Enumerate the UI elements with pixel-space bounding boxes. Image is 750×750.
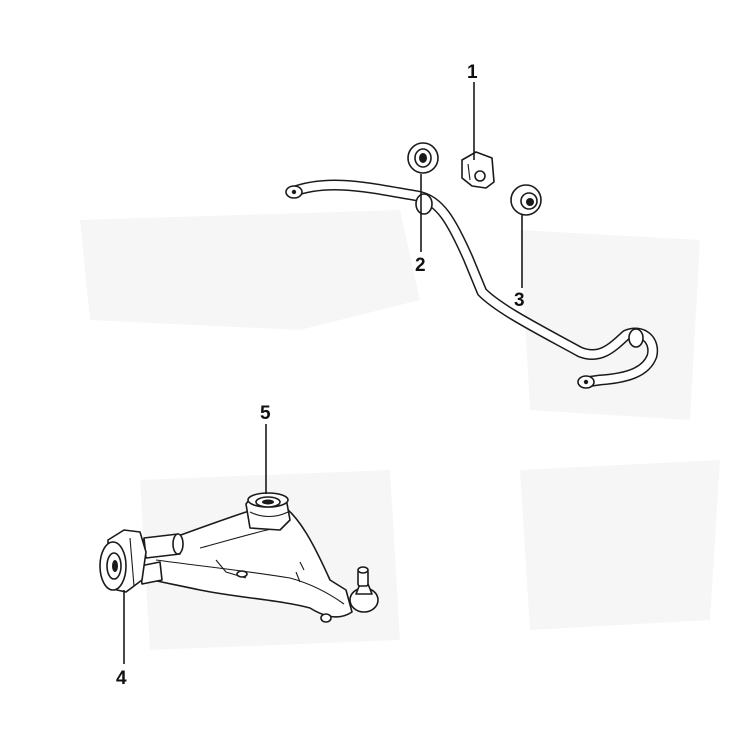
part-3-bushing xyxy=(510,184,542,216)
bar-bushing-seat-right xyxy=(628,328,644,348)
callout-label-2: 2 xyxy=(415,255,426,276)
lower-control-arm xyxy=(99,492,379,623)
callout-label-5: 5 xyxy=(260,403,271,424)
part-4-front-bushing xyxy=(99,529,147,593)
callouts: 1 2 3 4 5 xyxy=(116,62,525,689)
part-5-rear-bushing xyxy=(245,492,291,531)
part-2-bushing xyxy=(407,142,439,174)
part-1-bushing-bracket xyxy=(461,151,495,189)
callout-label-3: 3 xyxy=(514,290,525,311)
ball-joint xyxy=(320,566,379,623)
callout-label-1: 1 xyxy=(467,62,478,83)
callout-label-4: 4 xyxy=(116,668,127,689)
stabilizer-bar xyxy=(285,179,659,389)
bar-bushing-seat xyxy=(415,193,433,215)
